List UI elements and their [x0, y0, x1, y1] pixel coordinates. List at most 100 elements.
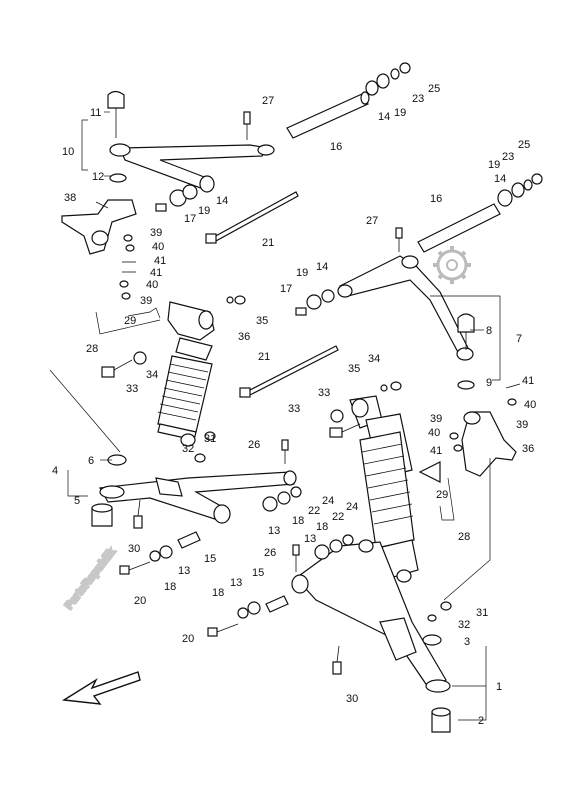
callout-1: 1 — [496, 681, 502, 693]
lower-right-a-arm — [291, 539, 451, 693]
nut-35-right — [390, 381, 402, 391]
callout-14a: 14 — [378, 111, 390, 123]
collar-34-right — [330, 409, 344, 423]
callout-33a: 33 — [126, 383, 138, 395]
callout-39c: 39 — [430, 413, 442, 425]
front-arrow-icon — [61, 671, 141, 705]
knuckle-left — [61, 199, 137, 255]
callout-4: 4 — [52, 465, 58, 477]
callout-41d: 41 — [522, 375, 534, 387]
nut-31-left — [204, 431, 216, 441]
nut-35-left — [234, 295, 246, 305]
callout-29b: 29 — [436, 489, 448, 501]
ball-joint-lower-left — [91, 503, 113, 527]
callout-29a: 29 — [124, 315, 136, 327]
callout-15b: 15 — [252, 567, 264, 579]
bolt-33-right — [329, 423, 361, 438]
callout-24b: 24 — [346, 501, 358, 513]
grease-nipple-27-right — [395, 227, 403, 252]
callout-23b: 23 — [502, 151, 514, 163]
callout-34a: 34 — [146, 369, 158, 381]
callout-38: 38 — [64, 192, 76, 204]
callout-12: 12 — [92, 171, 104, 183]
callout-35b: 35 — [348, 363, 360, 375]
bushings-left-top — [365, 62, 411, 96]
washer-36-left — [226, 296, 234, 304]
cotter-hardware-right — [449, 383, 521, 452]
callout-13b: 13 — [178, 565, 190, 577]
callout-19c: 19 — [488, 159, 500, 171]
callout-6: 6 — [88, 455, 94, 467]
callout-18a: 18 — [292, 515, 304, 527]
callout-31b: 31 — [476, 607, 488, 619]
callout-40d: 40 — [524, 399, 536, 411]
callout-21a: 21 — [262, 237, 274, 249]
callout-3: 3 — [464, 636, 470, 648]
callout-13a: 13 — [268, 525, 280, 537]
callout-35a: 35 — [256, 315, 268, 327]
callout-5: 5 — [74, 495, 80, 507]
nut-31-right — [440, 601, 452, 611]
callout-25b: 25 — [518, 139, 530, 151]
gear-icon — [433, 246, 471, 284]
collar-34-left — [133, 351, 147, 365]
callout-27a: 27 — [262, 95, 274, 107]
ball-joint-upper-left — [107, 90, 125, 138]
callout-32b: 32 — [458, 619, 470, 631]
callout-19d: 19 — [296, 267, 308, 279]
callout-23a: 23 — [412, 93, 424, 105]
callout-32a: 32 — [182, 443, 194, 455]
callout-7: 7 — [516, 333, 522, 345]
grease-nipple-26-left — [281, 439, 289, 464]
pivot-shaft-16-right — [417, 203, 501, 253]
bolt-30-right — [332, 645, 342, 675]
callout-28a: 28 — [86, 343, 98, 355]
callout-8: 8 — [486, 325, 492, 337]
callout-18c: 18 — [316, 521, 328, 533]
callout-9: 9 — [486, 377, 492, 389]
callout-18d: 18 — [212, 587, 224, 599]
callout-24a: 24 — [322, 495, 334, 507]
grease-nipple-26-right — [292, 544, 300, 572]
washer-32-right — [427, 614, 437, 622]
callout-39b: 39 — [140, 295, 152, 307]
long-bolt-21-left — [205, 191, 299, 244]
bolt-33-left — [101, 359, 133, 378]
callout-19a: 19 — [394, 107, 406, 119]
grease-nipple-27-left — [243, 111, 251, 140]
shock-absorber-left — [157, 301, 215, 447]
callout-13c: 13 — [304, 533, 316, 545]
callout-2: 2 — [478, 715, 484, 727]
long-bolt-21-mid — [239, 345, 339, 398]
washer-32-left — [194, 453, 206, 463]
callout-17a: 17 — [184, 213, 196, 225]
callout-26b: 26 — [264, 547, 276, 559]
callout-14c: 14 — [494, 173, 506, 185]
washer-36-right — [380, 384, 388, 392]
lower-left-a-arm — [99, 470, 297, 524]
bushings-right-top — [497, 173, 543, 207]
callout-39d: 39 — [516, 419, 528, 431]
ball-joint-lower-right — [431, 707, 451, 733]
callout-13d: 13 — [230, 577, 242, 589]
callout-40c: 40 — [428, 427, 440, 439]
callout-17b: 17 — [280, 283, 292, 295]
callout-14b: 14 — [216, 195, 228, 207]
callout-19b: 19 — [198, 205, 210, 217]
callout-16a: 16 — [330, 141, 342, 153]
callout-39a: 39 — [150, 227, 162, 239]
callout-33c: 33 — [288, 403, 300, 415]
callout-20b: 20 — [182, 633, 194, 645]
callout-40a: 40 — [152, 241, 164, 253]
callout-36a: 36 — [238, 331, 250, 343]
washer-12 — [109, 173, 127, 183]
callout-27b: 27 — [366, 215, 378, 227]
callout-16b: 16 — [430, 193, 442, 205]
bolt-20-right — [207, 623, 239, 637]
bolt-17-left — [155, 203, 167, 212]
bushings-lower-right-upper — [314, 534, 354, 560]
callout-41b: 41 — [150, 267, 162, 279]
bushings-lower-right-lower — [237, 595, 289, 619]
shock-boot-29 — [418, 461, 441, 483]
